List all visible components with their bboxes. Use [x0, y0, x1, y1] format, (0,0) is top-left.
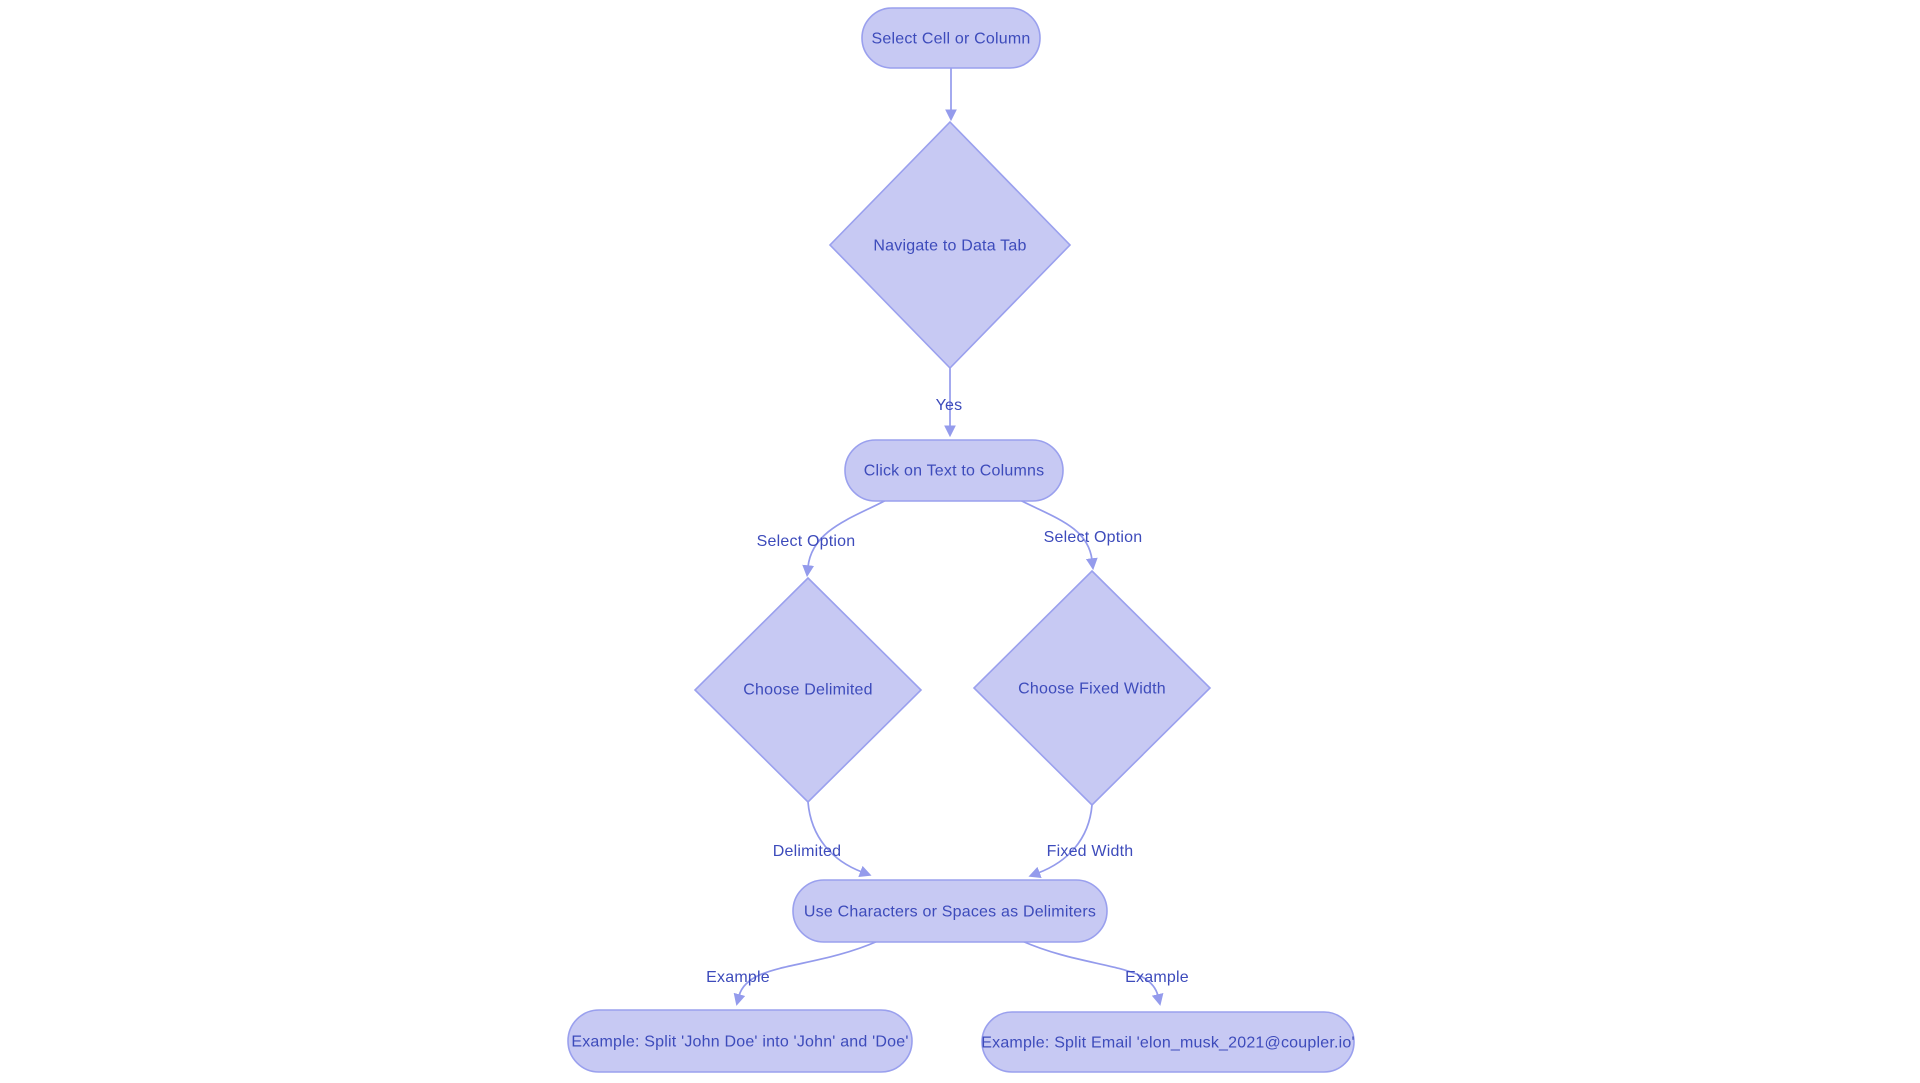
node-click-text-to-columns-shape	[844, 439, 1064, 502]
node-example-split-name: Example: Split 'John Doe' into 'John' an…	[567, 1009, 913, 1073]
node-select-cell-or-column-label: Select Cell or Column	[872, 31, 1031, 48]
edge-label-example-left: Example	[706, 969, 770, 986]
node-navigate-to-data-tab-shape	[828, 120, 1072, 370]
node-click-text-to-columns: Click on Text to Columns	[844, 439, 1064, 502]
edge-click-to-fixed-width	[1015, 497, 1098, 571]
node-choose-delimited-label: Choose Delimited	[743, 682, 872, 699]
node-navigate-to-data-tab-label: Navigate to Data Tab	[873, 238, 1026, 255]
edge-delimited-to-use-delimiters	[807, 801, 872, 877]
node-select-cell-or-column-shape	[861, 7, 1041, 69]
edge-label-fixed-width: Fixed Width	[1047, 843, 1134, 860]
edge-click-to-delimited	[802, 497, 891, 578]
edge-label-yes: Yes	[936, 397, 963, 414]
edge-label-example-right: Example	[1125, 969, 1189, 986]
node-choose-fixed-width-shape	[972, 569, 1212, 807]
node-click-text-to-columns-label: Click on Text to Columns	[864, 463, 1045, 480]
edge-use-delimiters-to-example-email	[1021, 940, 1164, 1006]
node-example-split-email-shape	[981, 1011, 1355, 1073]
node-select-cell-or-column: Select Cell or Column	[861, 7, 1041, 69]
edge-label-select-option-right: Select Option	[1044, 529, 1143, 546]
edge-fixed-width-to-use-delimiters	[1028, 804, 1093, 878]
node-example-split-name-shape	[567, 1009, 913, 1073]
edge-labels: Yes Select Option Select Option Delimite…	[706, 397, 1189, 986]
node-use-delimiters-shape	[792, 879, 1108, 943]
edge-label-delimited: Delimited	[773, 843, 842, 860]
node-use-delimiters-label: Use Characters or Spaces as Delimiters	[804, 904, 1096, 921]
node-choose-delimited: Choose Delimited	[693, 576, 923, 804]
edge-use-delimiters-to-example-name	[733, 940, 879, 1006]
node-choose-delimited-shape	[693, 576, 923, 804]
nodes: Select Cell or Column Navigate to Data T…	[567, 7, 1355, 1073]
edge-label-select-option-left: Select Option	[757, 533, 856, 550]
node-navigate-to-data-tab: Navigate to Data Tab	[828, 120, 1072, 370]
node-example-split-name-label: Example: Split 'John Doe' into 'John' an…	[571, 1034, 908, 1051]
node-choose-fixed-width-label: Choose Fixed Width	[1018, 681, 1166, 698]
node-choose-fixed-width: Choose Fixed Width	[972, 569, 1212, 807]
node-example-split-email-label: Example: Split Email 'elon_musk_2021@cou…	[981, 1035, 1354, 1052]
edges	[733, 68, 1164, 1006]
node-use-delimiters: Use Characters or Spaces as Delimiters	[792, 879, 1108, 943]
node-example-split-email: Example: Split Email 'elon_musk_2021@cou…	[981, 1011, 1355, 1073]
